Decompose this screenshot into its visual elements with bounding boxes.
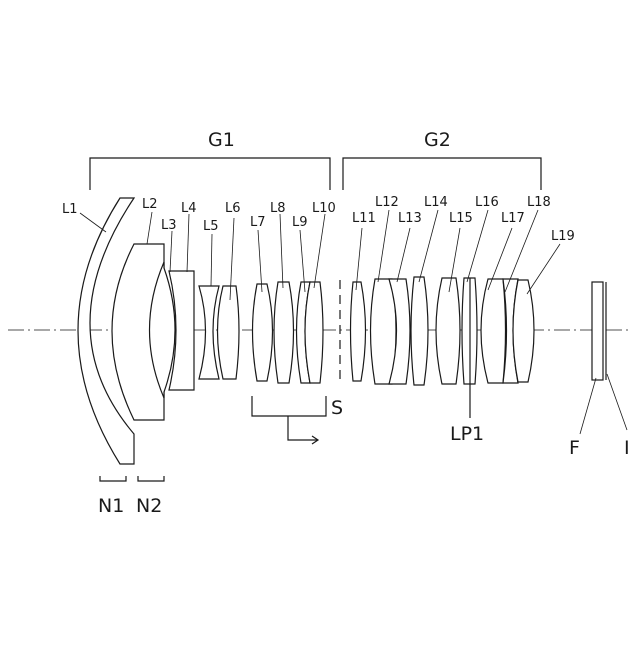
lens-l8 <box>274 282 294 383</box>
lens-l10 <box>305 282 323 383</box>
label-l4: L4 <box>181 201 197 216</box>
label-l6: L6 <box>225 201 241 216</box>
label-l7: L7 <box>250 215 266 230</box>
bracket-n2 <box>138 476 164 481</box>
lens-l11 <box>351 282 366 381</box>
focus-bracket <box>252 396 326 416</box>
group-bracket-g1 <box>90 158 330 190</box>
lens-l19 <box>513 280 534 382</box>
lens-l14 <box>411 277 428 385</box>
label-l9: L9 <box>292 215 308 230</box>
lens-l17 <box>481 279 506 383</box>
label-n1: N1 <box>98 495 124 517</box>
group-label-g2: G2 <box>424 129 451 151</box>
filter-f <box>592 282 603 380</box>
label-l12: L12 <box>375 195 399 210</box>
label-l15: L15 <box>449 211 473 226</box>
label-l8: L8 <box>270 201 286 216</box>
label-l14: L14 <box>424 195 448 210</box>
label-l3: L3 <box>161 218 177 233</box>
label-lp1: LP1 <box>450 423 484 445</box>
group-label-g1: G1 <box>208 129 235 151</box>
label-l16: L16 <box>475 195 499 210</box>
label-f: F <box>569 437 580 459</box>
lens-l6 <box>218 286 240 379</box>
label-l11: L11 <box>352 211 376 226</box>
label-l5: L5 <box>203 219 219 234</box>
label-l2: L2 <box>142 197 158 212</box>
movement-arrow <box>288 416 318 444</box>
lens-l5 <box>199 286 219 379</box>
label-l10: L10 <box>312 201 336 216</box>
label-l13: L13 <box>398 211 422 226</box>
label-l18: L18 <box>527 195 551 210</box>
label-i: I <box>624 437 630 459</box>
label-s: S <box>331 397 343 419</box>
bracket-n1 <box>100 476 126 481</box>
lens-l15 <box>436 278 460 384</box>
lens-l7 <box>253 284 273 381</box>
group-bracket-g2 <box>343 158 541 190</box>
label-l17: L17 <box>501 211 525 226</box>
label-l1: L1 <box>62 202 78 217</box>
label-l19: L19 <box>551 229 575 244</box>
label-n2: N2 <box>136 495 162 517</box>
